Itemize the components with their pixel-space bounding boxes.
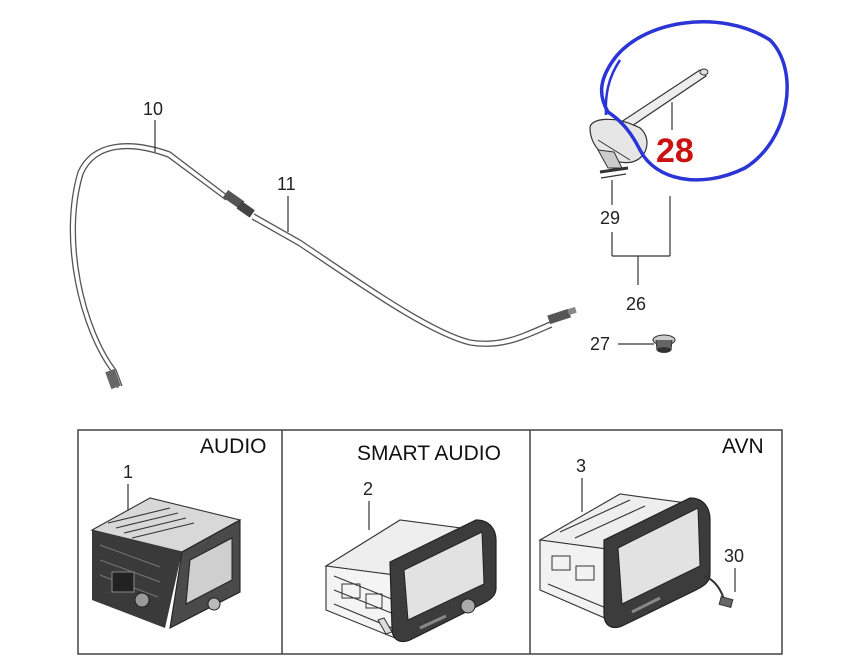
highlight-circle — [599, 20, 789, 182]
callout-28: 28 — [656, 132, 694, 170]
variant-table — [77, 429, 783, 655]
grommet — [652, 334, 676, 353]
panel-title-smart-audio: SMART AUDIO — [357, 442, 501, 465]
smart-audio-head-unit — [324, 519, 497, 643]
avn-head-unit — [538, 493, 734, 629]
callout-1: 1 — [123, 462, 133, 482]
callout-11: 11 — [277, 174, 296, 194]
callout-29: 29 — [600, 208, 620, 228]
callout-26: 26 — [626, 294, 646, 314]
antenna-cable-assembly — [69, 143, 577, 390]
panel-title-audio: AUDIO — [200, 435, 267, 458]
callout-2: 2 — [363, 479, 373, 499]
audio-head-unit — [90, 497, 242, 629]
panel-title-avn: AVN — [722, 435, 764, 458]
roof-antenna — [589, 68, 709, 179]
callout-30: 30 — [724, 546, 744, 566]
callout-27: 27 — [590, 334, 610, 354]
callout-10: 10 — [143, 99, 163, 119]
callout-3: 3 — [576, 456, 586, 476]
